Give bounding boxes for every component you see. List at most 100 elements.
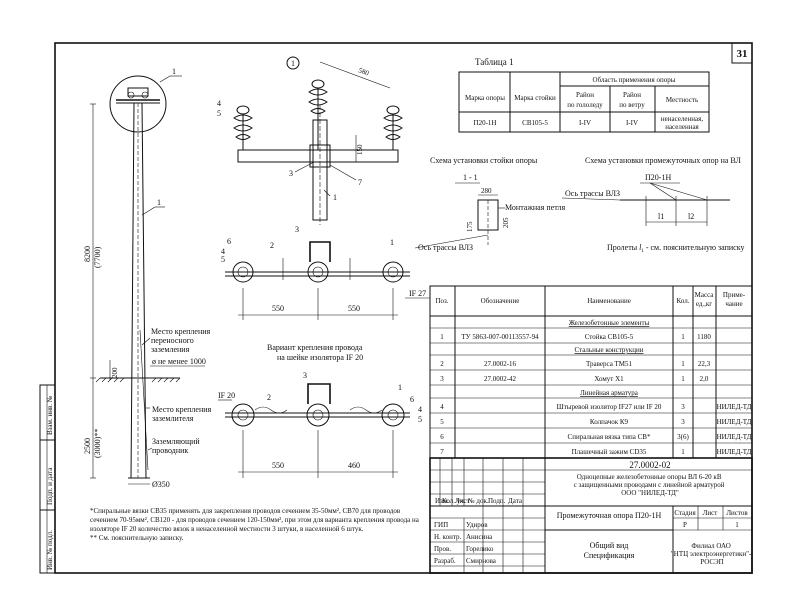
stamp-drawing-name: Промежуточная опора П20-1Н bbox=[557, 511, 662, 520]
callout-3-if20: 3 bbox=[303, 371, 307, 380]
stamp-col-date: Дата bbox=[508, 497, 523, 505]
spec-row3-mass: 2,0 bbox=[700, 375, 709, 383]
spec-row4-note: НИЛЕД-ТД bbox=[717, 403, 752, 411]
stamp-role-3: Пров. bbox=[434, 545, 451, 553]
spec-row4-pos: 4 bbox=[440, 403, 444, 411]
dim-height: 8200 bbox=[83, 246, 92, 262]
spans-note: Пролеты l1 - см. пояснительную записку bbox=[607, 243, 744, 254]
table1-cell-post: СВ105-5 bbox=[522, 119, 548, 127]
callout-1-top-detail: 1 bbox=[333, 193, 337, 202]
spec-row4-name: Штыревой изолятор IF27 или IF 20 bbox=[557, 403, 662, 411]
spec-row5-pos: 5 bbox=[440, 418, 444, 426]
label-earth-mount: Место крепления заземлителя bbox=[152, 405, 213, 423]
spec-row3-pos: 3 bbox=[440, 375, 444, 383]
callout-5-if20: 5 bbox=[418, 415, 422, 424]
stamp-view-title-1: Общий вид bbox=[590, 541, 629, 550]
variant-caption: Вариант крепления провода на шейке изоля… bbox=[267, 343, 364, 362]
table1-col-area: Область применения опоры bbox=[593, 76, 676, 84]
side-stamp: Инв. № подл. Подп. и дата Взам. инв. № bbox=[39, 384, 56, 574]
table1-cell-mark: П20-1Н bbox=[474, 119, 497, 127]
stamp-name-1: Удиров bbox=[466, 521, 488, 529]
dim-205: 205 bbox=[502, 217, 510, 228]
dim-height-alt: (7700) bbox=[93, 246, 102, 268]
spec-row5-name: Колпачок К9 bbox=[590, 418, 629, 426]
stamp-sheets: 1 bbox=[735, 521, 739, 529]
page-number: 31 bbox=[737, 48, 748, 60]
spec-header-pos: Поз. bbox=[435, 297, 448, 305]
insulator-right bbox=[383, 105, 403, 150]
spec-section-fittings: Линейная арматура bbox=[580, 389, 639, 397]
stamp-stage-label: Стадия bbox=[674, 509, 696, 517]
stamp-col-doc: № док. bbox=[468, 497, 489, 505]
spec-row6-note: НИЛЕД-ТД bbox=[717, 433, 752, 441]
callout-4-if27: 4 bbox=[221, 247, 225, 256]
callout-5-top: 5 bbox=[217, 109, 221, 118]
dim-580: 580 bbox=[357, 66, 370, 77]
spec-row5-note: НИЛЕД-ТД bbox=[717, 418, 752, 426]
support-mark: П20-1Н bbox=[645, 173, 671, 182]
vlz-axis-2: Ось трассы ВЛЗ bbox=[565, 189, 620, 198]
stamp-title: Одноцепные железобетонные опоры ВЛ 6-20 … bbox=[574, 473, 727, 497]
table-1: Таблица 1 Марка опоры Марка стойки Облас… bbox=[458, 57, 710, 133]
spec-header-qty: Кол. bbox=[677, 297, 690, 305]
traverse-detail-view: 1 580 150 4 5 3 7 bbox=[217, 56, 403, 225]
table1-cell-ice: I-IV bbox=[579, 119, 591, 127]
view-number: 1 bbox=[291, 59, 295, 68]
label-earth-conductor: Заземляющий проводник bbox=[152, 437, 202, 455]
dim-175: 175 bbox=[466, 221, 474, 232]
callout-7-top: 7 bbox=[358, 178, 362, 187]
plan-view-if27: 6 4 5 2 3 1 550 550 IF 27 bbox=[221, 225, 430, 320]
table1-col-mark: Марка опоры bbox=[465, 94, 505, 102]
scheme-post-install: Схема установки стойки опоры 1 - 1 280 1… bbox=[414, 156, 566, 252]
callout-4-top: 4 bbox=[217, 99, 221, 108]
dim-550-if27-a: 550 bbox=[272, 304, 284, 313]
specification-table: Поз. Обозначение Наименование Кол. Масса… bbox=[429, 285, 753, 459]
spec-row7-qty: 1 bbox=[681, 448, 685, 456]
insulator-center bbox=[308, 79, 328, 150]
stamp-col-podp: Подп. bbox=[488, 497, 506, 505]
callout-3-if27: 3 bbox=[295, 225, 299, 234]
spec-row1-name: Стойка СВ105-5 bbox=[585, 333, 634, 341]
scheme-intermediate-install: Схема установки промежуточных опор на ВЛ… bbox=[561, 156, 744, 254]
spec-row6-pos: 6 bbox=[440, 433, 444, 441]
span-l1: l1 bbox=[658, 212, 664, 221]
spec-row4-qty: 3 bbox=[681, 403, 685, 411]
section-label: 1 - 1 bbox=[463, 173, 478, 182]
spec-row2-qty: 1 bbox=[681, 360, 685, 368]
spec-row1-mass: 1180 bbox=[697, 333, 711, 341]
callout-2-if20: 2 bbox=[267, 393, 271, 402]
insulator-left bbox=[233, 105, 253, 150]
spec-row1-pos: 1 bbox=[440, 333, 444, 341]
title-block: 27.0002-02 Одноцепные железобетонные опо… bbox=[429, 457, 753, 574]
table1-col-terrain: Местность bbox=[666, 96, 698, 104]
callout-2-if27: 2 bbox=[270, 241, 274, 250]
spec-row3-name: Хомут Х1 bbox=[594, 375, 624, 383]
side-stamp-inv-podl: Инв. № подл. bbox=[46, 530, 54, 570]
spec-row7-pos: 7 bbox=[440, 448, 444, 456]
footnote-1: *Спиральные вязки СВ35 применять для зак… bbox=[90, 507, 421, 533]
stamp-name-2: Анисина bbox=[466, 533, 493, 541]
footnote-2: ** См. пояснительную записку. bbox=[90, 534, 184, 542]
mount-loop: Монтажная петля bbox=[505, 203, 566, 212]
stamp-role-4: Разраб. bbox=[434, 557, 456, 565]
dim-ground: 2500 bbox=[83, 438, 92, 454]
spec-row3-qty: 1 bbox=[681, 375, 685, 383]
spec-header-designation: Обозначение bbox=[481, 297, 520, 305]
callout-4-if20: 4 bbox=[418, 405, 422, 414]
plan-view-if20: IF 20 2 3 1 6 4 5 550 460 bbox=[218, 371, 422, 478]
stamp-code: 27.0002-02 bbox=[629, 460, 670, 470]
side-stamp-vzam-inv: Взам. инв. № bbox=[46, 395, 54, 435]
dim-550-if27-b: 550 bbox=[348, 304, 360, 313]
spec-row6-qty: 3(6) bbox=[677, 433, 689, 441]
callout-6-if20: 6 bbox=[410, 395, 414, 404]
vlz-axis-1: Ось трассы ВЛЗ bbox=[418, 243, 473, 252]
stamp-role-2: Н. контр. bbox=[434, 533, 461, 541]
spec-row7-note: НИЛЕД-ТД bbox=[717, 448, 752, 456]
stamp-col-izm: Изм. bbox=[435, 497, 449, 505]
side-stamp-podp-data: Подп. и дата bbox=[46, 467, 54, 505]
